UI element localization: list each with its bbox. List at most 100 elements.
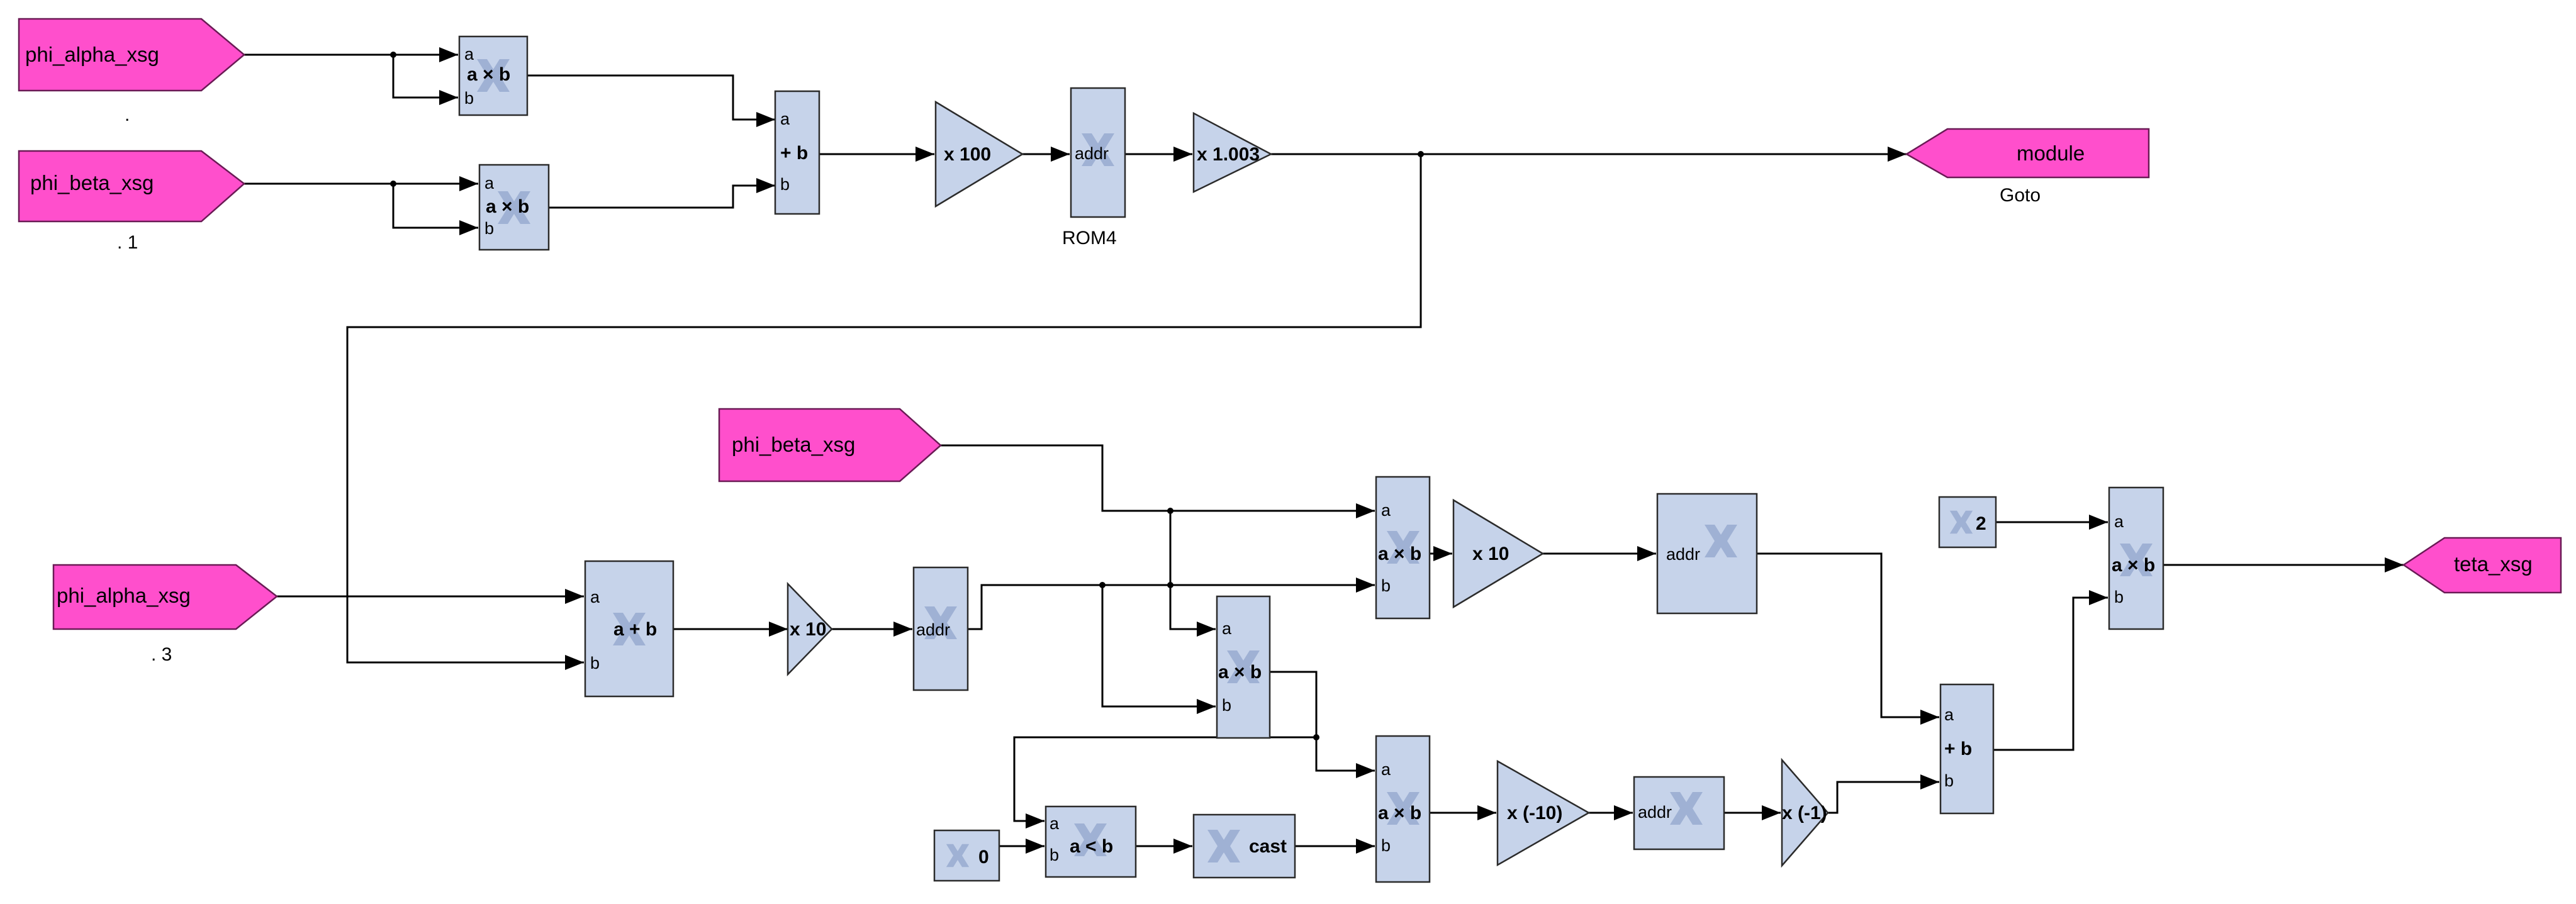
mult-block-2[interactable]: a a × b b xyxy=(478,164,550,251)
goto-tag-label: module xyxy=(2017,142,2085,165)
mult-block-4[interactable]: a a × b b xyxy=(1216,595,1271,739)
op-label: a < b xyxy=(1070,836,1113,857)
from-tag-phi-alpha-2[interactable]: phi_alpha_xsg xyxy=(52,564,279,630)
port-label: a xyxy=(2114,512,2124,531)
port-label: b xyxy=(780,175,790,194)
op-label: a × b xyxy=(1218,662,1262,683)
port-label: b xyxy=(2114,588,2124,606)
compare-block-less[interactable]: a a < b b xyxy=(1044,805,1137,878)
gain-block-10-b[interactable]: x 10 xyxy=(1452,498,1545,609)
branch-dot xyxy=(1167,582,1173,588)
goto-tag-teta[interactable]: teta_xsg xyxy=(2402,537,2562,594)
constant-label: 0 xyxy=(978,847,989,868)
rom-block-bottom[interactable]: addr xyxy=(1633,776,1725,851)
port-label: addr xyxy=(1666,545,1700,564)
port-label: a xyxy=(1050,814,1060,833)
port-label: b xyxy=(590,654,600,672)
port-label: b xyxy=(1222,696,1231,715)
constant-block-0[interactable]: 0 xyxy=(933,829,1000,882)
from-tag-label: phi_alpha_xsg xyxy=(25,43,159,66)
port-label: a xyxy=(1381,760,1391,779)
op-label: a × b xyxy=(467,64,510,85)
branch-points xyxy=(390,52,1424,740)
port-label: b xyxy=(1381,576,1391,595)
branch-dot xyxy=(1418,151,1424,157)
constant-block-2[interactable]: 2 xyxy=(1938,496,1997,549)
mult-block-6[interactable]: a a × b b xyxy=(2108,486,2164,630)
op-label: a × b xyxy=(1378,544,1421,564)
wire-rom-to-mult4-a[interactable] xyxy=(1169,585,1216,637)
gain-label: x (-1) xyxy=(1782,803,1827,823)
wire-beta2-to-mult3[interactable] xyxy=(941,444,1375,518)
from-tag-phi-beta-2[interactable]: phi_beta_xsg xyxy=(718,408,942,483)
block-caption: . xyxy=(125,104,130,125)
mult-block-1[interactable]: a a × b b xyxy=(458,35,529,116)
rom4-block[interactable]: addr xyxy=(1070,87,1126,218)
block-caption: Goto xyxy=(2000,185,2041,206)
from-tag-label: phi_beta_xsg xyxy=(732,433,855,456)
from-tag-phi-alpha-1[interactable]: phi_alpha_xsg xyxy=(18,18,245,92)
add-block-4[interactable]: a + b b xyxy=(1939,683,1995,815)
gain-label: x (-10) xyxy=(1507,803,1562,823)
op-label: + b xyxy=(780,143,808,164)
wire-rom-to-add4[interactable] xyxy=(1757,552,1939,725)
port-label: b xyxy=(1944,771,1954,790)
wire-mult4-to-mult5[interactable] xyxy=(1270,671,1375,778)
signal-lines xyxy=(244,47,2404,854)
wire-rom-to-mult3[interactable] xyxy=(968,578,1375,630)
wire-alpha1-to-mult1[interactable] xyxy=(244,53,458,105)
gain-label: x 1.003 xyxy=(1197,144,1260,165)
port-label: addr xyxy=(1638,803,1672,822)
wire-rom-to-mult4-b[interactable] xyxy=(1101,585,1216,714)
op-label: a × b xyxy=(486,196,529,217)
op-label: a × b xyxy=(1378,803,1421,823)
block-caption: . 1 xyxy=(117,232,138,253)
gain-block-10-a[interactable]: x 10 xyxy=(787,581,833,677)
mult-block-5[interactable]: a a × b b xyxy=(1375,735,1431,883)
goto-tag-module[interactable]: module xyxy=(1905,128,2150,179)
constant-label: 2 xyxy=(1976,513,1986,534)
gain-label: x 10 xyxy=(1472,544,1509,564)
wire-feedback-to-add3[interactable] xyxy=(346,154,1422,670)
branch-dot xyxy=(390,52,396,58)
port-label: a xyxy=(1381,501,1391,520)
add-block-1[interactable]: a + b b xyxy=(774,90,820,215)
block-caption: ROM4 xyxy=(1062,228,1117,248)
op-label: a + b xyxy=(613,619,657,640)
branch-dot xyxy=(390,181,396,187)
op-label: cast xyxy=(1249,836,1287,857)
gain-block-minus-10[interactable]: x (-10) xyxy=(1496,759,1591,867)
gain-label: x 10 xyxy=(790,619,826,640)
goto-tag-label: teta_xsg xyxy=(2454,552,2533,576)
wire-beta1-to-mult2[interactable] xyxy=(244,182,478,235)
wire-mult2-to-add[interactable] xyxy=(549,178,775,209)
from-tag-label: phi_alpha_xsg xyxy=(57,584,191,607)
gain-block-minus-1[interactable]: x (-1) xyxy=(1781,757,1829,868)
port-label: b xyxy=(1381,836,1391,855)
op-label: + b xyxy=(1944,739,1972,759)
rom-block-mid[interactable]: addr xyxy=(912,566,969,691)
convert-block-cast[interactable]: cast xyxy=(1192,813,1296,879)
mult-block-3[interactable]: a a × b b xyxy=(1375,476,1431,620)
wire-mult1-to-add[interactable] xyxy=(527,74,775,127)
rom-block-right[interactable]: addr xyxy=(1656,493,1758,615)
port-label: a xyxy=(464,45,474,64)
port-label: a xyxy=(1944,705,1954,724)
wire-add4-to-mult6[interactable] xyxy=(1993,590,2108,751)
wire-mult4-to-less[interactable] xyxy=(1013,736,1316,829)
port-label: b xyxy=(484,219,494,238)
port-label: a xyxy=(590,588,600,606)
add-block-3[interactable]: a a + b b xyxy=(584,560,675,698)
port-label: addr xyxy=(1075,144,1109,163)
gain-block-1-003[interactable]: x 1.003 xyxy=(1192,111,1273,194)
port-label: a xyxy=(1222,619,1232,638)
wire-gainm1-to-add4[interactable] xyxy=(1828,774,1939,814)
port-label: b xyxy=(464,89,474,108)
port-label: a xyxy=(484,174,495,193)
from-tag-phi-beta-1[interactable]: phi_beta_xsg xyxy=(18,150,245,223)
op-label: a × b xyxy=(2112,555,2155,576)
gain-block-100[interactable]: x 100 xyxy=(934,100,1024,208)
port-label: b xyxy=(1050,845,1059,864)
